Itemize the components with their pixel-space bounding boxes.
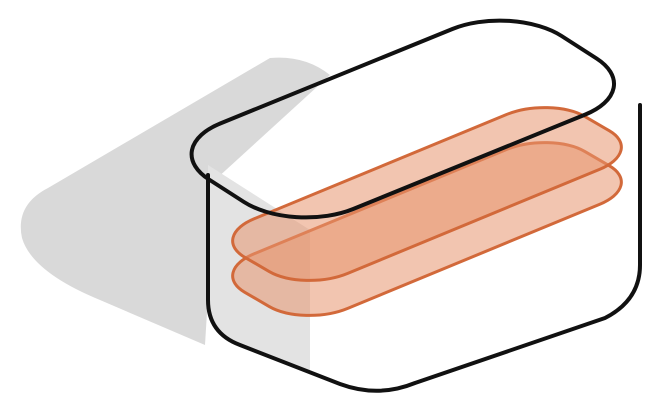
container-bottom-edge: [208, 105, 640, 391]
container-top-rim: [160, 4, 646, 233]
ground-shadow: [20, 57, 331, 345]
upper-layer: [210, 96, 644, 291]
